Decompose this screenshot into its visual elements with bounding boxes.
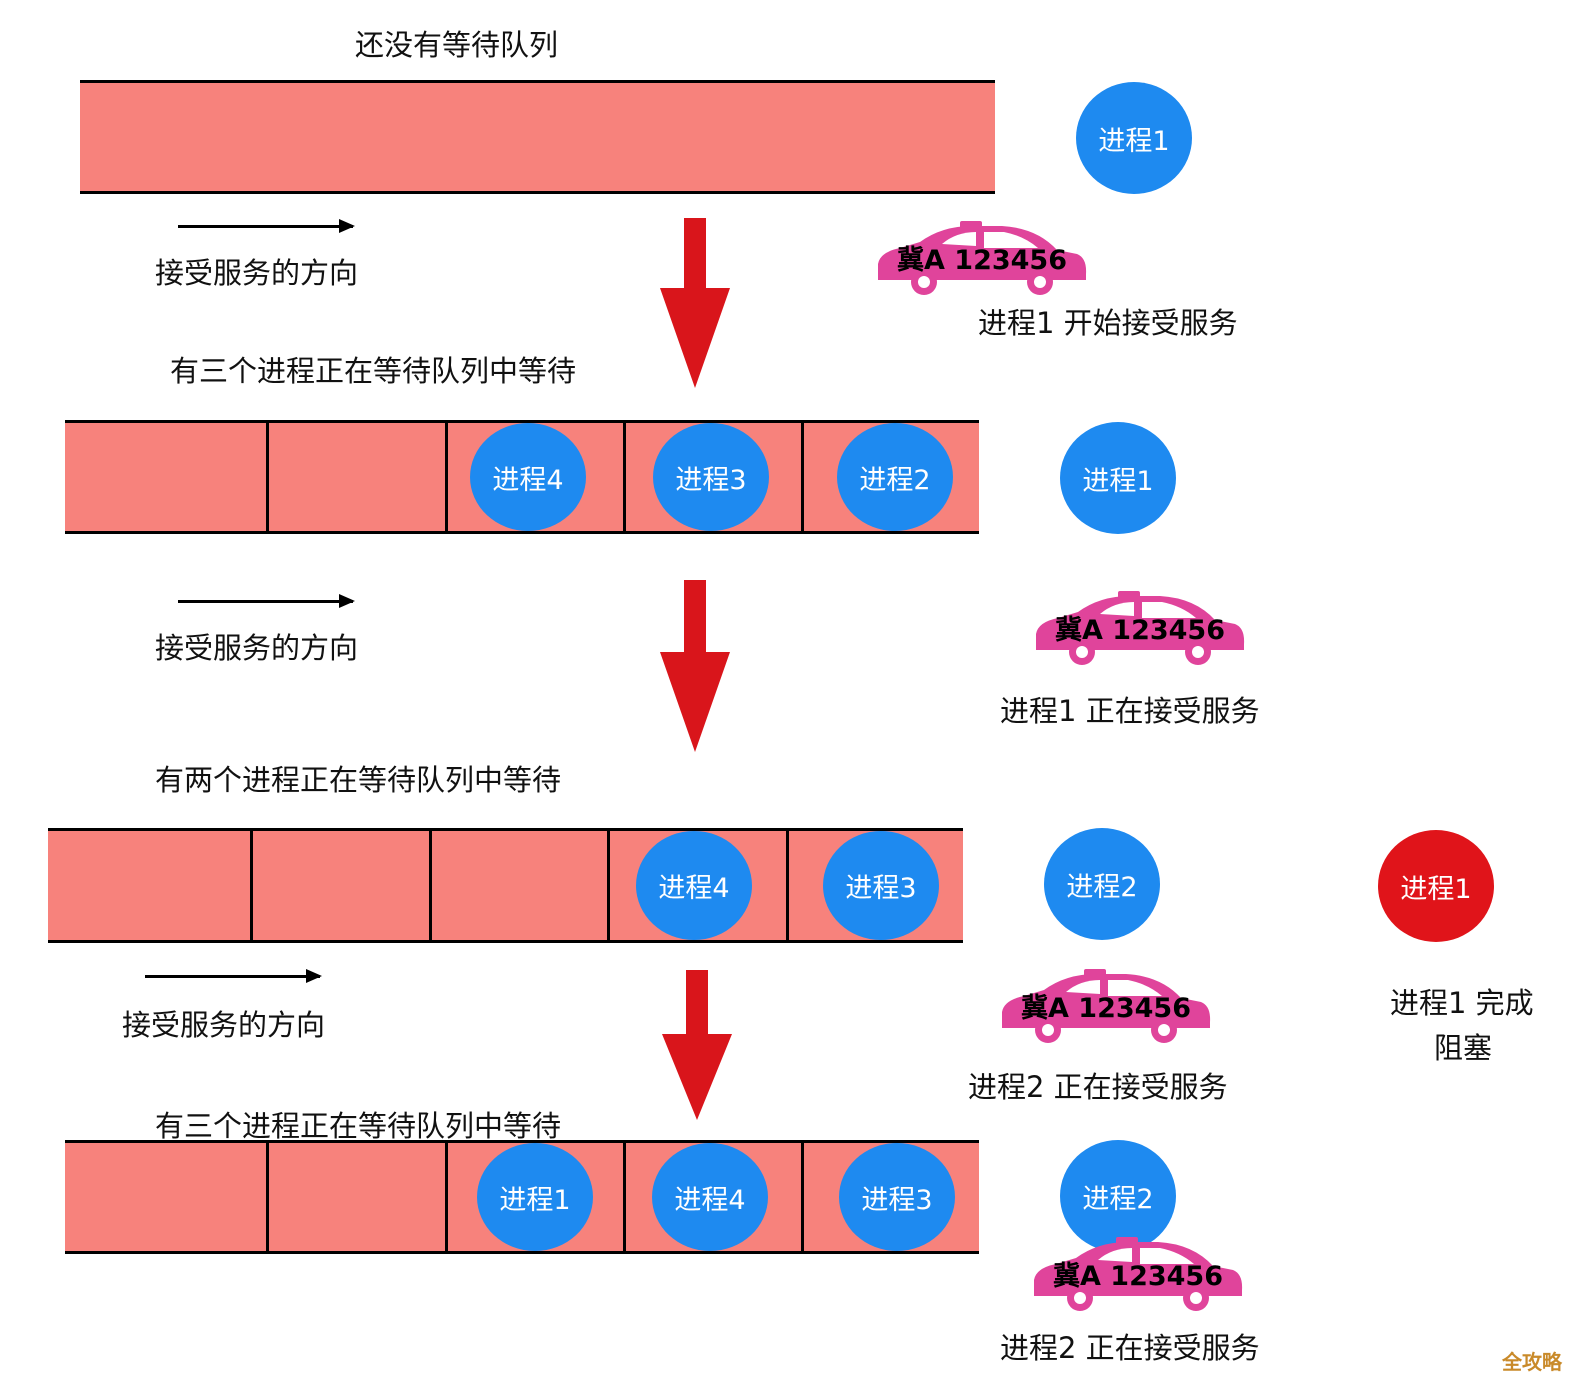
stage3-blocked-caption-line2: 阻塞 — [1434, 1031, 1493, 1065]
stage2-title: 有三个进程正在等待队列中等待 — [170, 354, 577, 388]
stage3-caption: 进程2 正在接受服务 — [968, 1070, 1228, 1104]
stage4-queue: 进程1 进程4 进程3 — [65, 1140, 979, 1254]
stage3-taxi-plate: 冀A 123456 — [1020, 993, 1191, 1024]
stage2-queue: 进程4 进程3 进程2 — [65, 420, 979, 534]
stage3-taxi-icon: 冀A 123456 — [996, 966, 1216, 1046]
stage4-caption: 进程2 正在接受服务 — [1000, 1331, 1260, 1365]
stage2-queue-process-2: 进程3 — [653, 423, 769, 531]
stage2-queue-process-1: 进程4 — [470, 423, 586, 531]
stage4-taxi-plate: 冀A 123456 — [1052, 1261, 1223, 1292]
watermark-logo: 全攻略 — [1502, 1350, 1562, 1374]
stage1-direction-arrow-icon — [178, 219, 355, 233]
stage4-title: 有三个进程正在等待队列中等待 — [155, 1109, 562, 1143]
stage3-title: 有两个进程正在等待队列中等待 — [155, 763, 562, 797]
stage2-direction-arrow-icon — [178, 594, 355, 608]
stage1-direction-label: 接受服务的方向 — [155, 256, 359, 290]
stage3-blocked-process: 进程1 — [1378, 830, 1494, 942]
stage3-serving-process: 进程2 — [1044, 828, 1160, 940]
stage1-taxi-icon: 冀A 123456 — [872, 218, 1092, 298]
stage3-down-arrow-icon — [662, 970, 732, 1120]
stage2-taxi-icon: 冀A 123456 — [1030, 588, 1250, 668]
stage2-queue-process-3: 进程2 — [837, 423, 953, 531]
stage1-taxi-plate: 冀A 123456 — [896, 245, 1067, 276]
stage2-caption: 进程1 正在接受服务 — [1000, 694, 1260, 728]
stage1-caption: 进程1 开始接受服务 — [978, 306, 1238, 340]
stage1-serving-process: 进程1 — [1076, 82, 1192, 194]
stage2-serving-process: 进程1 — [1060, 422, 1176, 534]
stage1-title: 还没有等待队列 — [355, 28, 559, 62]
stage2-taxi-plate: 冀A 123456 — [1054, 615, 1225, 646]
stage3-queue-process-2: 进程3 — [823, 831, 939, 940]
stage2-direction-label: 接受服务的方向 — [155, 631, 359, 665]
stage3-direction-arrow-icon — [145, 969, 322, 983]
stage2-down-arrow-icon — [660, 580, 730, 752]
stage3-blocked-caption-line1: 进程1 完成 — [1390, 986, 1534, 1020]
stage3-direction-label: 接受服务的方向 — [122, 1008, 326, 1042]
stage3-queue-process-1: 进程4 — [636, 831, 752, 940]
stage4-queue-process-1: 进程1 — [477, 1143, 593, 1251]
stage4-queue-process-2: 进程4 — [652, 1143, 768, 1251]
stage4-taxi-icon: 冀A 123456 — [1028, 1234, 1248, 1314]
stage4-queue-process-3: 进程3 — [839, 1143, 955, 1251]
stage1-queue — [80, 80, 995, 194]
stage1-down-arrow-icon — [660, 218, 730, 388]
stage3-queue: 进程4 进程3 — [48, 828, 963, 943]
stage4-serving-process: 进程2 — [1060, 1140, 1176, 1252]
